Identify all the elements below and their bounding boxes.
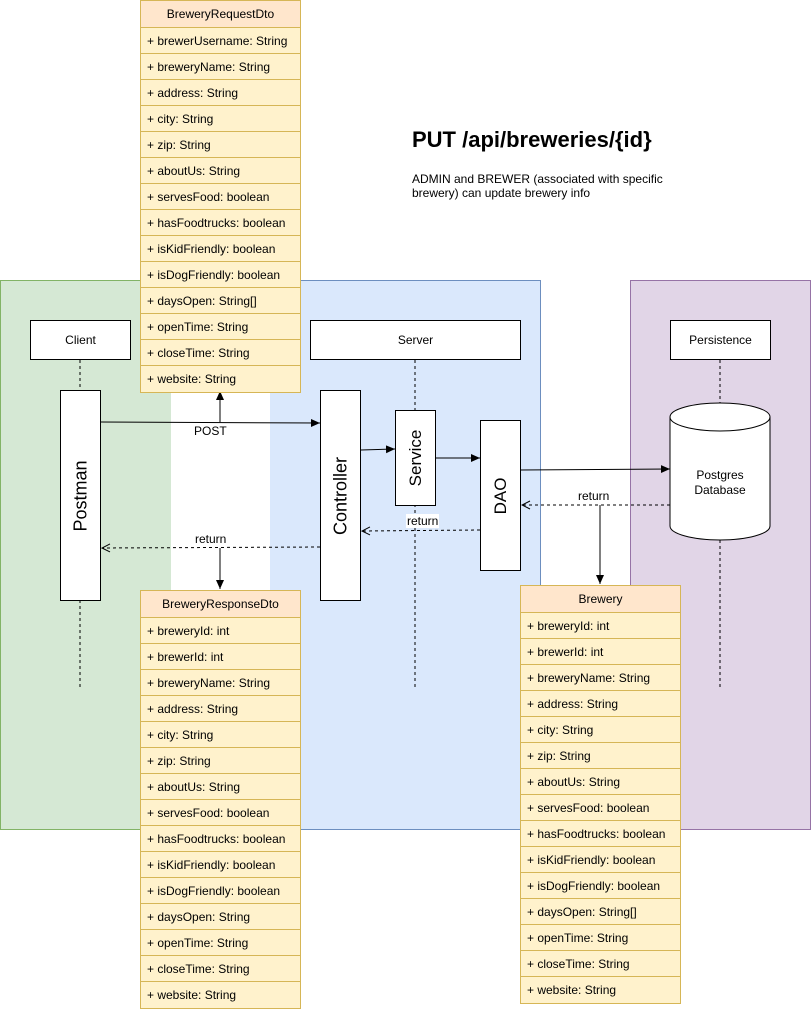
server-header: Server — [310, 320, 521, 360]
brewery-entity-class: Brewery + breweryId: int+ brewerId: int+… — [520, 585, 681, 1004]
class-field: + breweryName: String — [141, 670, 300, 696]
class-field: + city: String — [521, 717, 680, 743]
class-field: + servesFood: boolean — [521, 795, 680, 821]
class-field: + aboutUs: String — [141, 774, 300, 800]
class-field: + closeTime: String — [141, 956, 300, 982]
class-field: + openTime: String — [141, 930, 300, 956]
post-label: POST — [194, 424, 227, 438]
class-title: BreweryRequestDto — [141, 1, 300, 28]
dao-to-database-arrow — [519, 465, 671, 474]
class-field: + breweryId: int — [141, 618, 300, 644]
class-field: + zip: String — [141, 748, 300, 774]
class-field: + daysOpen: String — [141, 904, 300, 930]
dao-label: DAO — [490, 477, 510, 514]
class-field: + closeTime: String — [141, 340, 300, 366]
class-field: + address: String — [521, 691, 680, 717]
class-field: + servesFood: boolean — [141, 184, 300, 210]
class-field: + isDogFriendly: boolean — [141, 262, 300, 288]
class-field: + isDogFriendly: boolean — [141, 878, 300, 904]
dao-activation: DAO — [480, 420, 521, 571]
class-field: + aboutUs: String — [521, 769, 680, 795]
class-title: Brewery — [521, 586, 680, 613]
page-description: ADMIN and BREWER (associated with specif… — [412, 172, 663, 200]
class-field: + openTime: String — [141, 314, 300, 340]
class-field: + breweryName: String — [141, 54, 300, 80]
brewery-response-dto-class: BreweryResponseDto + breweryId: int+ bre… — [140, 590, 301, 1009]
class-field: + address: String — [141, 80, 300, 106]
return-client-label: return — [195, 532, 227, 546]
return-dao-label: return — [578, 489, 610, 503]
controller-return-arrow — [102, 547, 321, 548]
class-field: + servesFood: boolean — [141, 800, 300, 826]
return-controller-label: return — [406, 514, 440, 528]
class-field: + breweryName: String — [521, 665, 680, 691]
dao-return-arrow — [362, 530, 481, 531]
controller-to-service-arrow — [360, 445, 396, 454]
class-field: + openTime: String — [521, 925, 680, 951]
class-field: + city: String — [141, 106, 300, 132]
class-field: + website: String — [527, 983, 617, 997]
class-field: + isDogFriendly: boolean — [521, 873, 680, 899]
class-field: + isKidFriendly: boolean — [141, 236, 300, 262]
class-field: + city: String — [141, 722, 300, 748]
controller-label: Controller — [330, 456, 350, 535]
page-title: PUT /api/breweries/{id} — [412, 127, 652, 152]
database-label: Postgres Database — [694, 468, 746, 497]
class-title: BreweryResponseDto — [141, 591, 300, 618]
class-field: + breweryId: int — [521, 613, 680, 639]
class-field: + daysOpen: String[] — [141, 288, 300, 314]
class-field: + hasFoodtrucks: boolean — [141, 210, 300, 236]
class-field: + daysOpen: String[] — [521, 899, 680, 925]
class-field: + brewerId: int — [141, 644, 300, 670]
persistence-header: Persistence — [670, 320, 771, 360]
class-field: + closeTime: String — [521, 951, 680, 977]
service-activation: Service — [395, 410, 436, 506]
class-field: + isKidFriendly: boolean — [521, 847, 680, 873]
class-field: + hasFoodtrucks: boolean — [141, 826, 300, 852]
post-arrow — [99, 418, 321, 427]
service-label: Service — [405, 429, 425, 487]
class-field: + brewerId: int — [521, 639, 680, 665]
postman-label: Postman — [70, 459, 90, 532]
postman-activation: Postman — [60, 390, 101, 601]
class-field: + website: String — [147, 372, 237, 386]
controller-activation: Controller — [320, 390, 361, 601]
class-field: + brewerUsername: String — [141, 28, 300, 54]
brewery-request-dto-class: BreweryRequestDto + brewerUsername: Stri… — [140, 0, 301, 393]
class-field: + isKidFriendly: boolean — [141, 852, 300, 878]
class-field: + address: String — [141, 696, 300, 722]
client-header: Client — [30, 320, 131, 360]
class-field: + hasFoodtrucks: boolean — [521, 821, 680, 847]
class-field: + aboutUs: String — [141, 158, 300, 184]
class-field: + zip: String — [521, 743, 680, 769]
class-field: + zip: String — [141, 132, 300, 158]
class-field: + website: String — [147, 988, 237, 1002]
